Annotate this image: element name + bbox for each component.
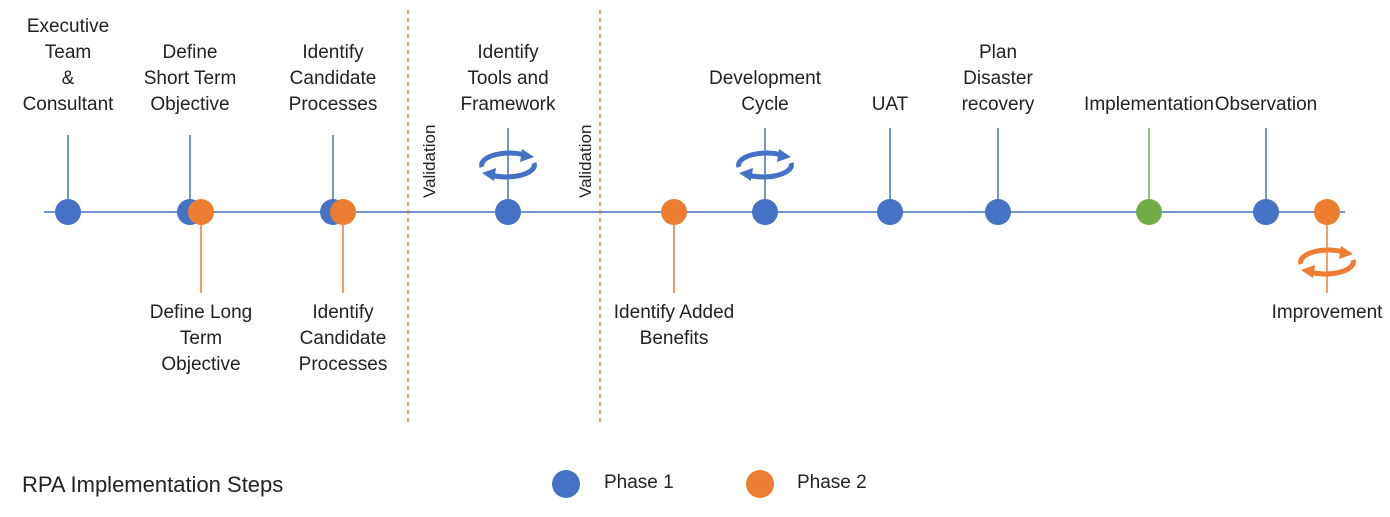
- step-marker-9: [877, 199, 903, 225]
- step-label-4: Identify Candidate Processes: [288, 42, 378, 115]
- step-label-3: Define Long Term Objective: [149, 302, 253, 375]
- step-label-1: Executive Team & Consultant: [22, 16, 114, 115]
- step-label-13: Improvement: [1271, 302, 1383, 323]
- step-label-11: Implementation: [1084, 94, 1214, 115]
- step-marker-5: [330, 199, 356, 225]
- cycle-icon-8: [736, 149, 794, 181]
- step-marker-12: [1253, 199, 1279, 225]
- legend-label-phase-1: Phase 1: [604, 472, 674, 493]
- step-label-7: Identify Added Benefits: [613, 302, 735, 349]
- step-label-10: Plan Disaster recovery: [961, 42, 1035, 115]
- step-marker-8: [752, 199, 778, 225]
- step-label-6: Identify Tools and Framework: [460, 42, 556, 115]
- step-label-2: Define Short Term Objective: [143, 42, 237, 115]
- step-marker-6: [495, 199, 521, 225]
- diagram-title: RPA Implementation Steps: [22, 472, 284, 497]
- step-marker-3: [188, 199, 214, 225]
- step-marker-13: [1314, 199, 1340, 225]
- legend-dot-phase-2: [746, 470, 774, 498]
- step-marker-7: [661, 199, 687, 225]
- validation-label-2: Validation: [576, 124, 595, 198]
- cycle-icon-6: [479, 149, 537, 181]
- step-marker-11: [1136, 199, 1162, 225]
- cycle-icon-13: [1298, 246, 1356, 278]
- step-label-12: Observation: [1214, 94, 1318, 115]
- legend-dot-phase-1: [552, 470, 580, 498]
- step-label-8: Development Cycle: [709, 68, 821, 115]
- step-label-9: UAT: [871, 94, 909, 115]
- legend-label-phase-2: Phase 2: [797, 472, 867, 493]
- step-label-5: Identify Candidate Processes: [298, 302, 388, 375]
- step-marker-10: [985, 199, 1011, 225]
- validation-label-1: Validation: [420, 124, 439, 198]
- step-marker-1: [55, 199, 81, 225]
